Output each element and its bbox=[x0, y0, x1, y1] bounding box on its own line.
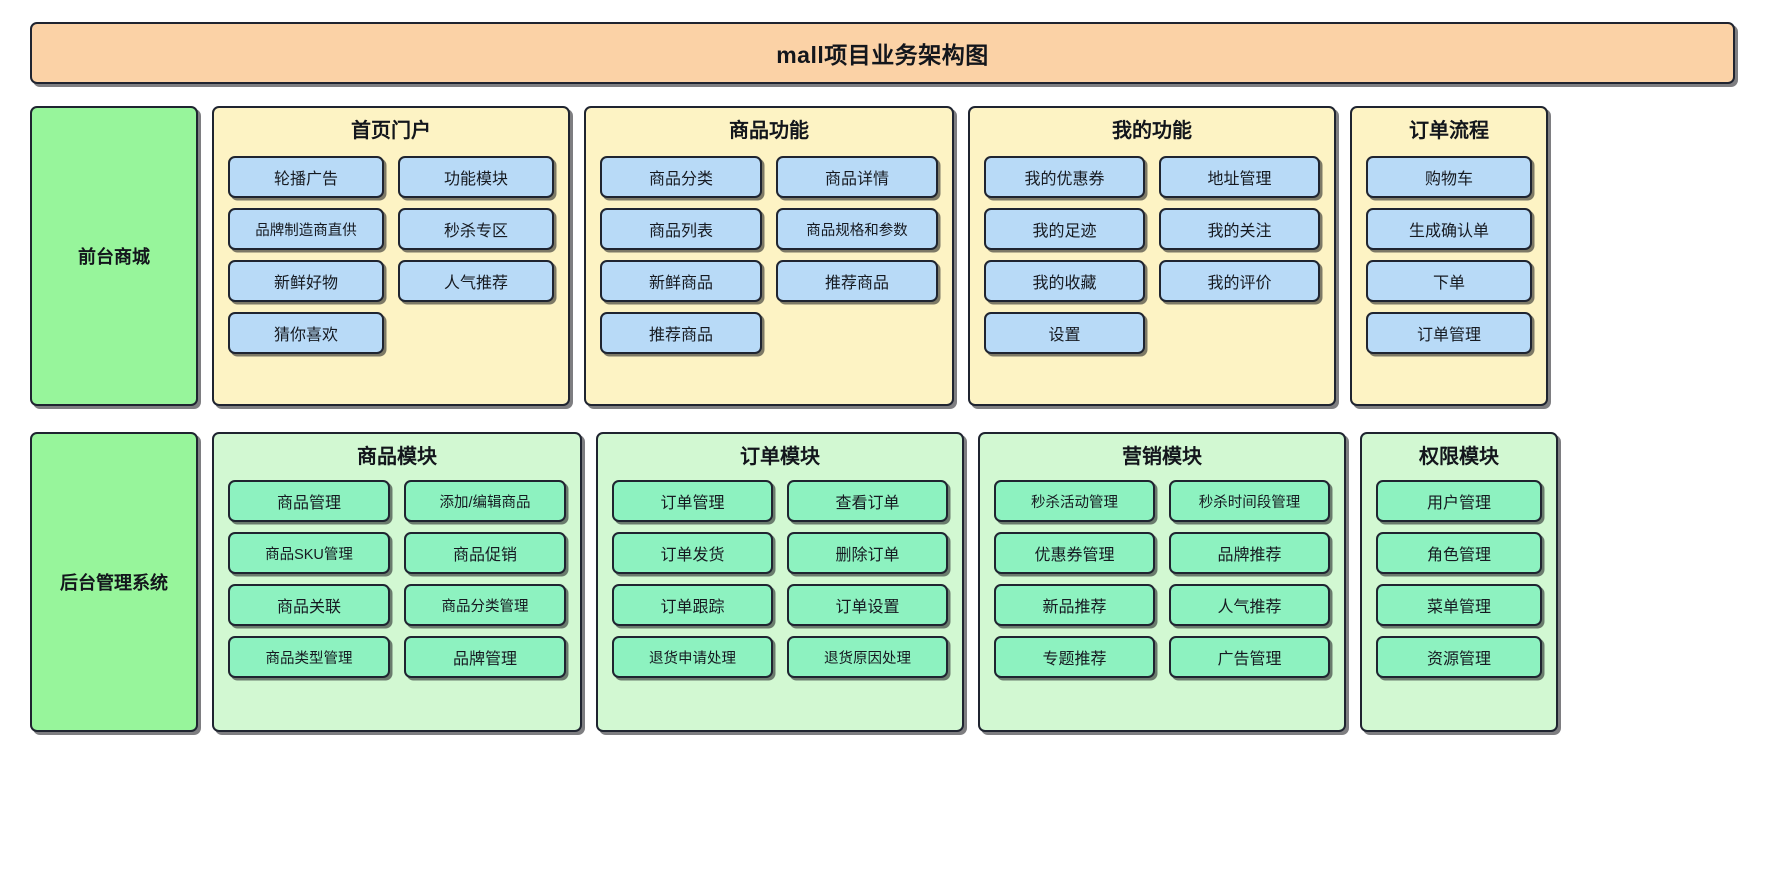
item-generate-confirm-order[interactable]: 生成确认单 bbox=[1366, 208, 1532, 250]
item-flash-sale-period-manage[interactable]: 秒杀时间段管理 bbox=[1169, 480, 1330, 522]
item-ad-manage[interactable]: 广告管理 bbox=[1169, 636, 1330, 678]
group-home-portal: 首页门户 轮播广告 功能模块 品牌制造商直供 秒杀专区 新鲜好物 人气推荐 猜你… bbox=[212, 106, 570, 406]
group-marketing-module: 营销模块 秒杀活动管理 秒杀时间段管理 优惠券管理 品牌推荐 新品推荐 人气推荐… bbox=[978, 432, 1346, 732]
item-delete-order[interactable]: 删除订单 bbox=[787, 532, 948, 574]
group-order-flow-items: 购物车 生成确认单 下单 订单管理 bbox=[1366, 156, 1532, 354]
group-marketing-module-title: 营销模块 bbox=[1122, 446, 1202, 468]
item-my-footprints[interactable]: 我的足迹 bbox=[984, 208, 1145, 250]
item-product-category-manage[interactable]: 商品分类管理 bbox=[404, 584, 566, 626]
backend-row: 后台管理系统 商品模块 商品管理 添加/编辑商品 商品SKU管理 商品促销 商品… bbox=[30, 432, 1735, 732]
item-order-manage[interactable]: 订单管理 bbox=[612, 480, 773, 522]
item-order-tracking[interactable]: 订单跟踪 bbox=[612, 584, 773, 626]
frontend-row: 前台商城 首页门户 轮播广告 功能模块 品牌制造商直供 秒杀专区 新鲜好物 人气… bbox=[30, 106, 1735, 406]
item-shopping-cart[interactable]: 购物车 bbox=[1366, 156, 1532, 198]
group-product-features: 商品功能 商品分类 商品详情 商品列表 商品规格和参数 新鲜商品 推荐商品 推荐… bbox=[584, 106, 954, 406]
item-product-type-manage[interactable]: 商品类型管理 bbox=[228, 636, 390, 678]
group-home-portal-items: 轮播广告 功能模块 品牌制造商直供 秒杀专区 新鲜好物 人气推荐 猜你喜欢 bbox=[228, 156, 554, 354]
item-my-favorites[interactable]: 我的收藏 bbox=[984, 260, 1145, 302]
item-function-module[interactable]: 功能模块 bbox=[398, 156, 554, 198]
item-guess-you-like[interactable]: 猜你喜欢 bbox=[228, 312, 384, 354]
tier-backend-label: 后台管理系统 bbox=[60, 573, 168, 593]
item-recommend-product-2[interactable]: 推荐商品 bbox=[600, 312, 762, 354]
tier-frontend: 前台商城 bbox=[30, 106, 198, 406]
item-fresh-goods[interactable]: 新鲜好物 bbox=[228, 260, 384, 302]
item-product-spec-params[interactable]: 商品规格和参数 bbox=[776, 208, 938, 250]
item-topic-recommend[interactable]: 专题推荐 bbox=[994, 636, 1155, 678]
item-brand-direct-supply[interactable]: 品牌制造商直供 bbox=[228, 208, 384, 250]
item-my-coupons[interactable]: 我的优惠券 bbox=[984, 156, 1145, 198]
group-my-features-title: 我的功能 bbox=[1112, 120, 1192, 142]
item-brand-recommend[interactable]: 品牌推荐 bbox=[1169, 532, 1330, 574]
item-product-list[interactable]: 商品列表 bbox=[600, 208, 762, 250]
group-my-features: 我的功能 我的优惠券 地址管理 我的足迹 我的关注 我的收藏 我的评价 设置 bbox=[968, 106, 1336, 406]
item-return-reason-handling[interactable]: 退货原因处理 bbox=[787, 636, 948, 678]
group-product-features-title: 商品功能 bbox=[729, 120, 809, 142]
item-product-relation[interactable]: 商品关联 bbox=[228, 584, 390, 626]
tier-backend: 后台管理系统 bbox=[30, 432, 198, 732]
item-flash-sale-zone[interactable]: 秒杀专区 bbox=[398, 208, 554, 250]
item-order-settings[interactable]: 订单设置 bbox=[787, 584, 948, 626]
item-brand-manage[interactable]: 品牌管理 bbox=[404, 636, 566, 678]
group-order-module-items: 订单管理 查看订单 订单发货 删除订单 订单跟踪 订单设置 退货申请处理 退货原… bbox=[612, 480, 948, 678]
item-product-sku-manage[interactable]: 商品SKU管理 bbox=[228, 532, 390, 574]
item-product-category[interactable]: 商品分类 bbox=[600, 156, 762, 198]
item-product-promotion[interactable]: 商品促销 bbox=[404, 532, 566, 574]
item-settings[interactable]: 设置 bbox=[984, 312, 1145, 354]
group-order-module: 订单模块 订单管理 查看订单 订单发货 删除订单 订单跟踪 订单设置 退货申请处… bbox=[596, 432, 964, 732]
item-place-order[interactable]: 下单 bbox=[1366, 260, 1532, 302]
item-order-shipping[interactable]: 订单发货 bbox=[612, 532, 773, 574]
group-product-module: 商品模块 商品管理 添加/编辑商品 商品SKU管理 商品促销 商品关联 商品分类… bbox=[212, 432, 582, 732]
tier-frontend-label: 前台商城 bbox=[78, 247, 150, 267]
item-recommend-product[interactable]: 推荐商品 bbox=[776, 260, 938, 302]
item-add-edit-product[interactable]: 添加/编辑商品 bbox=[404, 480, 566, 522]
group-permission-module-title: 权限模块 bbox=[1419, 446, 1499, 468]
item-user-manage[interactable]: 用户管理 bbox=[1376, 480, 1542, 522]
item-new-product-recommend[interactable]: 新品推荐 bbox=[994, 584, 1155, 626]
group-home-portal-title: 首页门户 bbox=[351, 120, 431, 142]
group-order-flow-title: 订单流程 bbox=[1409, 120, 1489, 142]
item-product-detail[interactable]: 商品详情 bbox=[776, 156, 938, 198]
item-popular-recommend-backend[interactable]: 人气推荐 bbox=[1169, 584, 1330, 626]
item-address-management[interactable]: 地址管理 bbox=[1159, 156, 1320, 198]
item-view-order[interactable]: 查看订单 bbox=[787, 480, 948, 522]
group-product-features-items: 商品分类 商品详情 商品列表 商品规格和参数 新鲜商品 推荐商品 推荐商品 bbox=[600, 156, 938, 354]
item-return-request-handling[interactable]: 退货申请处理 bbox=[612, 636, 773, 678]
group-permission-module: 权限模块 用户管理 角色管理 菜单管理 资源管理 bbox=[1360, 432, 1558, 732]
group-product-module-title: 商品模块 bbox=[357, 446, 437, 468]
item-role-manage[interactable]: 角色管理 bbox=[1376, 532, 1542, 574]
item-popular-recommend[interactable]: 人气推荐 bbox=[398, 260, 554, 302]
item-menu-manage[interactable]: 菜单管理 bbox=[1376, 584, 1542, 626]
group-order-flow: 订单流程 购物车 生成确认单 下单 订单管理 bbox=[1350, 106, 1548, 406]
item-carousel-ad[interactable]: 轮播广告 bbox=[228, 156, 384, 198]
group-order-module-title: 订单模块 bbox=[740, 446, 820, 468]
item-my-follows[interactable]: 我的关注 bbox=[1159, 208, 1320, 250]
group-my-features-items: 我的优惠券 地址管理 我的足迹 我的关注 我的收藏 我的评价 设置 bbox=[984, 156, 1320, 354]
group-marketing-module-items: 秒杀活动管理 秒杀时间段管理 优惠券管理 品牌推荐 新品推荐 人气推荐 专题推荐… bbox=[994, 480, 1330, 678]
item-coupon-manage[interactable]: 优惠券管理 bbox=[994, 532, 1155, 574]
item-flash-sale-activity-manage[interactable]: 秒杀活动管理 bbox=[994, 480, 1155, 522]
diagram-banner: mall项目业务架构图 bbox=[30, 22, 1735, 84]
item-resource-manage[interactable]: 资源管理 bbox=[1376, 636, 1542, 678]
group-product-module-items: 商品管理 添加/编辑商品 商品SKU管理 商品促销 商品关联 商品分类管理 商品… bbox=[228, 480, 566, 678]
item-my-reviews[interactable]: 我的评价 bbox=[1159, 260, 1320, 302]
item-order-management[interactable]: 订单管理 bbox=[1366, 312, 1532, 354]
item-product-manage[interactable]: 商品管理 bbox=[228, 480, 390, 522]
group-permission-module-items: 用户管理 角色管理 菜单管理 资源管理 bbox=[1376, 480, 1542, 678]
diagram-title: mall项目业务架构图 bbox=[776, 42, 989, 68]
item-fresh-product[interactable]: 新鲜商品 bbox=[600, 260, 762, 302]
